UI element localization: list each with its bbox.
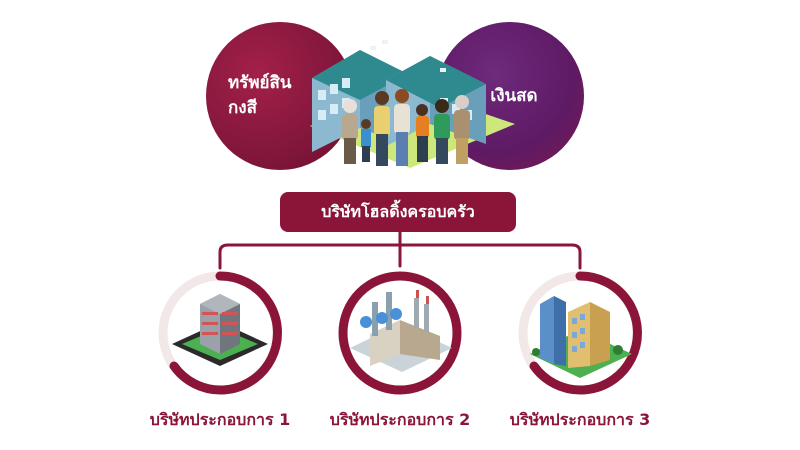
company-3-ring (518, 271, 642, 395)
holding-company-label: บริษัทโฮลดิ้งครอบครัว (321, 201, 475, 221)
company-2-label: บริษัทประกอบการ 2 (329, 410, 471, 429)
factory-icon (350, 290, 452, 372)
family-with-buildings-illustration (310, 40, 515, 168)
office-tower-icon (172, 294, 268, 366)
assets-label-line1: ทรัพย์สิน (228, 73, 292, 93)
city-buildings-icon (530, 296, 632, 378)
cash-label: เงินสด (490, 85, 538, 106)
holding-company-box: บริษัทโฮลดิ้งครอบครัว (280, 192, 516, 232)
company-2-ring (338, 271, 462, 395)
company-3-label: บริษัทประกอบการ 3 (509, 410, 651, 429)
company-1-label: บริษัทประกอบการ 1 (149, 410, 291, 429)
company-1-ring (158, 271, 282, 395)
assets-label-line2: กงสี (228, 98, 257, 118)
